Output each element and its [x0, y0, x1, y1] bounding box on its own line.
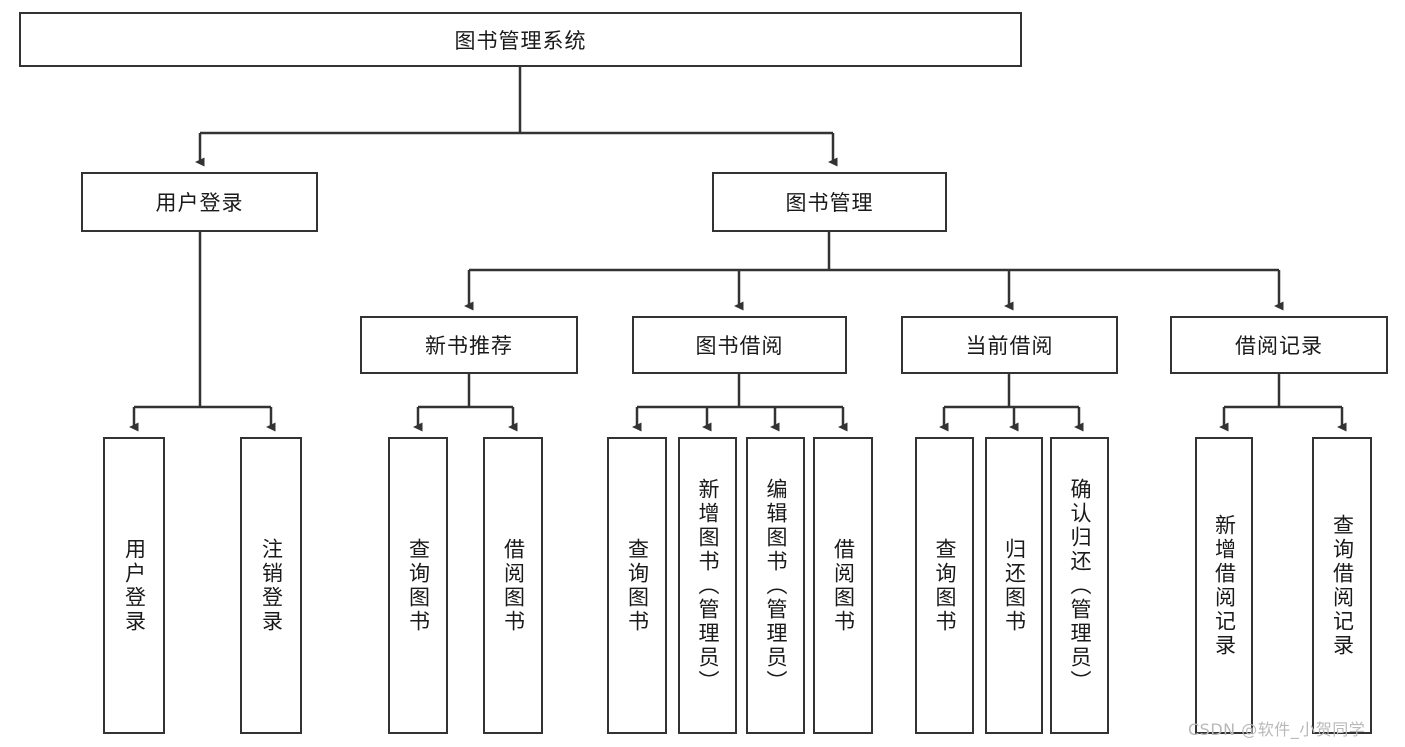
node-leaf-9-label: 归还图书	[1002, 537, 1027, 634]
node-leaf-5-label: 新增图书（管理员）	[696, 477, 721, 694]
node-leaf-4-label: 查询图书	[625, 537, 650, 634]
node-level2-1[interactable]: 图书借阅	[632, 316, 847, 374]
node-level2-0[interactable]: 新书推荐	[360, 316, 578, 374]
node-leaf-12-label: 查询借阅记录	[1330, 513, 1355, 658]
node-leaf-1-label: 注销登录	[259, 537, 284, 634]
node-root[interactable]: 图书管理系统	[19, 12, 1022, 67]
watermark: CSDN @软件_小贺同学	[1188, 720, 1366, 739]
node-level2-3[interactable]: 借阅记录	[1170, 316, 1388, 374]
node-level2-2-label: 当前借阅	[965, 334, 1054, 358]
node-level2-3-label: 借阅记录	[1235, 334, 1323, 358]
node-leaf-2-label: 查询图书	[406, 537, 431, 634]
node-leaf-6-label: 编辑图书（管理员）	[764, 477, 789, 694]
node-leaf-8[interactable]: 查询图书	[915, 437, 974, 734]
node-leaf-3[interactable]: 借阅图书	[483, 437, 543, 734]
node-leaf-5[interactable]: 新增图书（管理员）	[678, 437, 737, 734]
node-leaf-2[interactable]: 查询图书	[388, 437, 448, 734]
node-leaf-10-label: 确认归还（管理员）	[1068, 477, 1093, 694]
node-level2-1-label: 图书借阅	[695, 334, 784, 358]
node-leaf-12[interactable]: 查询借阅记录	[1312, 437, 1372, 734]
node-leaf-6[interactable]: 编辑图书（管理员）	[746, 437, 805, 734]
node-leaf-4[interactable]: 查询图书	[607, 437, 667, 734]
node-leaf-11[interactable]: 新增借阅记录	[1195, 437, 1253, 734]
node-leaf-9[interactable]: 归还图书	[985, 437, 1043, 734]
node-leaf-7-label: 借阅图书	[831, 537, 856, 634]
node-level1-0-label: 用户登录	[155, 191, 244, 215]
node-leaf-0-label: 用户登录	[122, 537, 147, 634]
node-leaf-3-label: 借阅图书	[501, 537, 526, 634]
node-leaf-8-label: 查询图书	[933, 537, 958, 634]
node-leaf-1[interactable]: 注销登录	[240, 437, 302, 734]
node-leaf-11-label: 新增借阅记录	[1212, 513, 1237, 658]
node-leaf-10[interactable]: 确认归还（管理员）	[1050, 437, 1109, 734]
node-leaf-7[interactable]: 借阅图书	[813, 437, 873, 734]
node-level1-0[interactable]: 用户登录	[81, 172, 318, 232]
node-root-label: 图书管理系统	[454, 28, 587, 53]
node-leaf-0[interactable]: 用户登录	[103, 437, 165, 734]
node-level1-1-label: 图书管理	[785, 191, 874, 215]
node-level2-0-label: 新书推荐	[425, 334, 513, 358]
node-level2-2[interactable]: 当前借阅	[901, 316, 1118, 374]
node-level1-1[interactable]: 图书管理	[712, 172, 947, 232]
